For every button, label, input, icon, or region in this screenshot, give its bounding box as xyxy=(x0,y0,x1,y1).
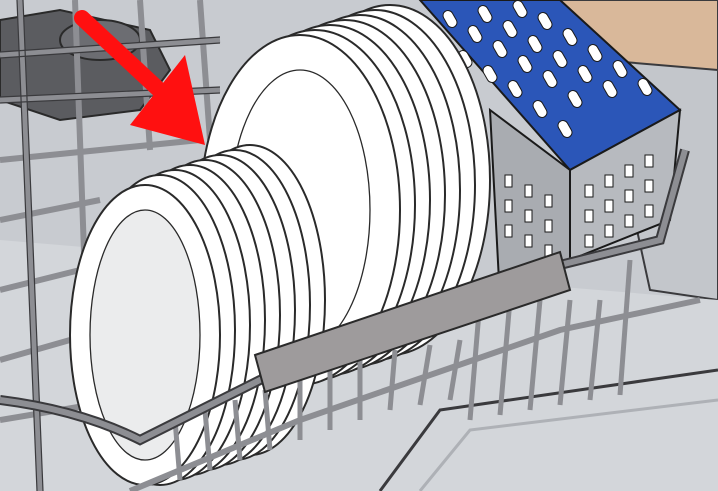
tub-floor-ridge xyxy=(378,368,718,491)
cutlery-basket xyxy=(418,0,682,302)
rack-rail-inner xyxy=(0,149,688,444)
rack-tines xyxy=(467,259,633,421)
red-arrow-icon xyxy=(74,10,205,145)
rack-rail-lower xyxy=(128,297,701,491)
tub-floor-ridge-2 xyxy=(418,398,718,491)
rack-handle xyxy=(253,250,572,394)
